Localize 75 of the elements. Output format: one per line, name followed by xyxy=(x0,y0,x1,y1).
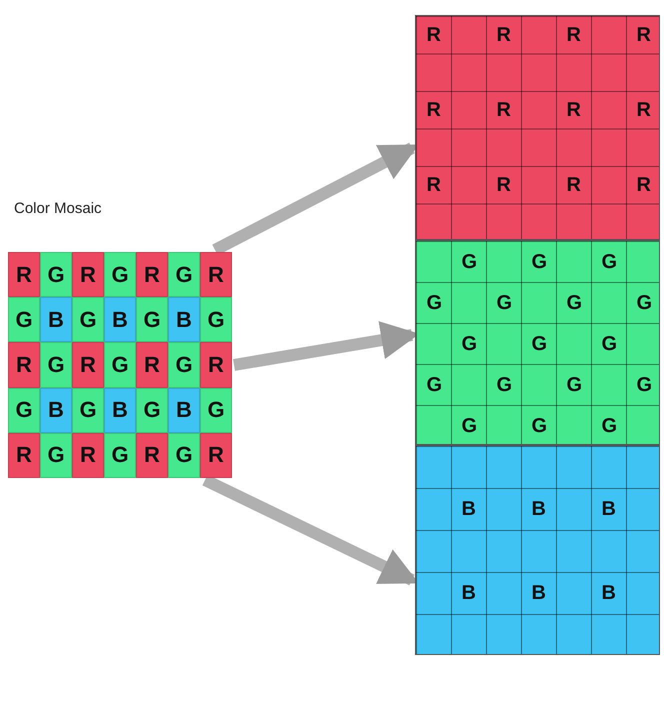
channel-letter: B xyxy=(532,499,546,519)
caption-text: Color Mosaic xyxy=(14,200,102,217)
channel-letter: R xyxy=(496,100,511,120)
channel-letter: R xyxy=(496,24,511,45)
channel-letter: G xyxy=(496,292,512,312)
filter-cell: G xyxy=(8,388,40,433)
channel-letter: B xyxy=(532,583,546,603)
filter-cell: G xyxy=(104,342,136,388)
filter-cell: R xyxy=(72,342,104,388)
filter-cell: G xyxy=(72,297,104,342)
channel-letter: R xyxy=(566,174,581,195)
channel-letter: R xyxy=(496,174,511,195)
channel-letter: G xyxy=(602,252,618,272)
filter-cell: G xyxy=(200,297,232,342)
filter-cell: G xyxy=(136,297,168,342)
filter-cell: B xyxy=(104,297,136,342)
filter-cell: G xyxy=(200,388,232,433)
channel-letter: G xyxy=(566,374,582,394)
filter-cell: B xyxy=(40,388,72,433)
channel-letter: R xyxy=(636,174,651,195)
color-channel-plane xyxy=(415,15,660,240)
color-filter-mosaic xyxy=(8,252,232,478)
channel-letter: R xyxy=(426,24,441,45)
channel-letter: B xyxy=(462,583,476,603)
channel-letter: G xyxy=(426,374,442,394)
channel-letter: G xyxy=(636,292,652,312)
filter-cell: R xyxy=(136,342,168,388)
filter-cell: G xyxy=(104,252,136,298)
filter-cell: R xyxy=(136,432,168,478)
channel-letter: R xyxy=(636,100,651,120)
channel-letter: G xyxy=(566,292,582,312)
filter-cell: B xyxy=(168,388,200,433)
channel-letter: B xyxy=(602,499,616,519)
filter-cell: R xyxy=(72,432,104,478)
filter-cell: G xyxy=(8,297,40,342)
channel-letter: G xyxy=(462,252,478,272)
color-channel-plane xyxy=(415,445,660,655)
channel-letter: G xyxy=(426,292,442,312)
filter-cell: G xyxy=(40,252,72,298)
filter-cell: B xyxy=(104,388,136,433)
channel-letter: G xyxy=(462,334,478,354)
filter-cell: R xyxy=(200,432,232,478)
filter-cell: R xyxy=(8,342,40,388)
channel-letter: R xyxy=(636,24,651,45)
channel-letter: G xyxy=(532,334,548,354)
filter-cell: R xyxy=(8,432,40,478)
channel-letter: G xyxy=(602,334,618,354)
filter-cell: R xyxy=(8,252,40,298)
channel-letter: G xyxy=(532,416,548,436)
channel-letter: G xyxy=(602,416,618,436)
channel-letter: G xyxy=(496,374,512,394)
filter-cell: R xyxy=(72,252,104,298)
channel-letter: R xyxy=(426,174,441,195)
channel-letter: G xyxy=(532,252,548,272)
color-channel-plane xyxy=(415,240,660,445)
channel-letter: R xyxy=(426,100,441,120)
filter-cell: R xyxy=(136,252,168,298)
channel-letter: R xyxy=(566,100,581,120)
filter-cell: B xyxy=(168,297,200,342)
channel-letter: G xyxy=(462,416,478,436)
channel-letter: R xyxy=(566,24,581,45)
filter-cell: G xyxy=(40,342,72,388)
filter-cell: G xyxy=(136,388,168,433)
filter-cell: R xyxy=(200,342,232,388)
filter-cell: G xyxy=(40,432,72,478)
filter-cell: G xyxy=(72,388,104,433)
filter-cell: G xyxy=(104,432,136,478)
filter-cell: G xyxy=(168,342,200,388)
filter-cell: B xyxy=(40,297,72,342)
filter-cell: G xyxy=(168,252,200,298)
channel-letter: B xyxy=(602,583,616,603)
channel-letter: G xyxy=(636,374,652,394)
filter-cell: R xyxy=(200,252,232,298)
filter-cell: G xyxy=(168,432,200,478)
channel-letter: B xyxy=(462,499,476,519)
